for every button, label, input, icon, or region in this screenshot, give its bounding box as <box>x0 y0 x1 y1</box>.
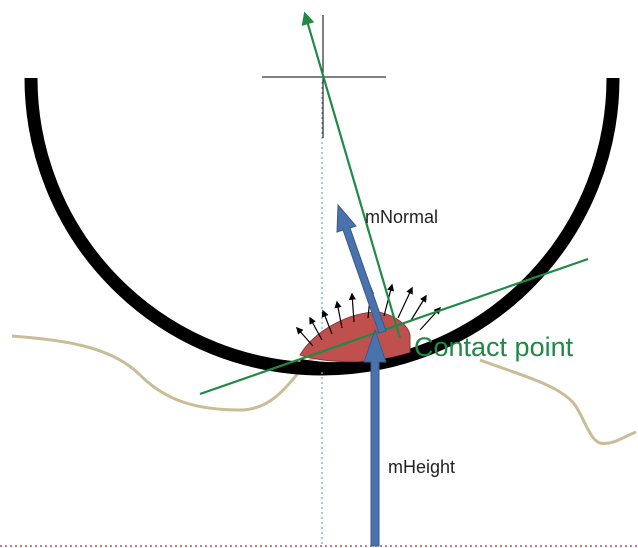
surface-normal-arrows <box>296 283 441 347</box>
tangent-plane-line <box>199 257 589 396</box>
surface-normal-arrow <box>309 316 323 341</box>
normal-line <box>301 11 402 339</box>
surface-normal-arrow <box>409 294 427 323</box>
bowl-bottom-edge <box>299 352 414 371</box>
surface-normal-arrow <box>296 326 314 347</box>
contact-point-label: Contact point <box>414 332 574 362</box>
surface-normal-arrow <box>397 286 413 319</box>
height-label: mHeight <box>388 457 455 477</box>
surface-normal-arrow <box>334 300 343 329</box>
surface-normal-arrow <box>348 292 357 323</box>
surface-normal-arrow <box>321 309 333 335</box>
height-vector <box>363 328 387 547</box>
normal-label: mNormal <box>365 207 438 227</box>
normal-vector <box>336 203 387 334</box>
terrain-curve <box>11 334 637 446</box>
